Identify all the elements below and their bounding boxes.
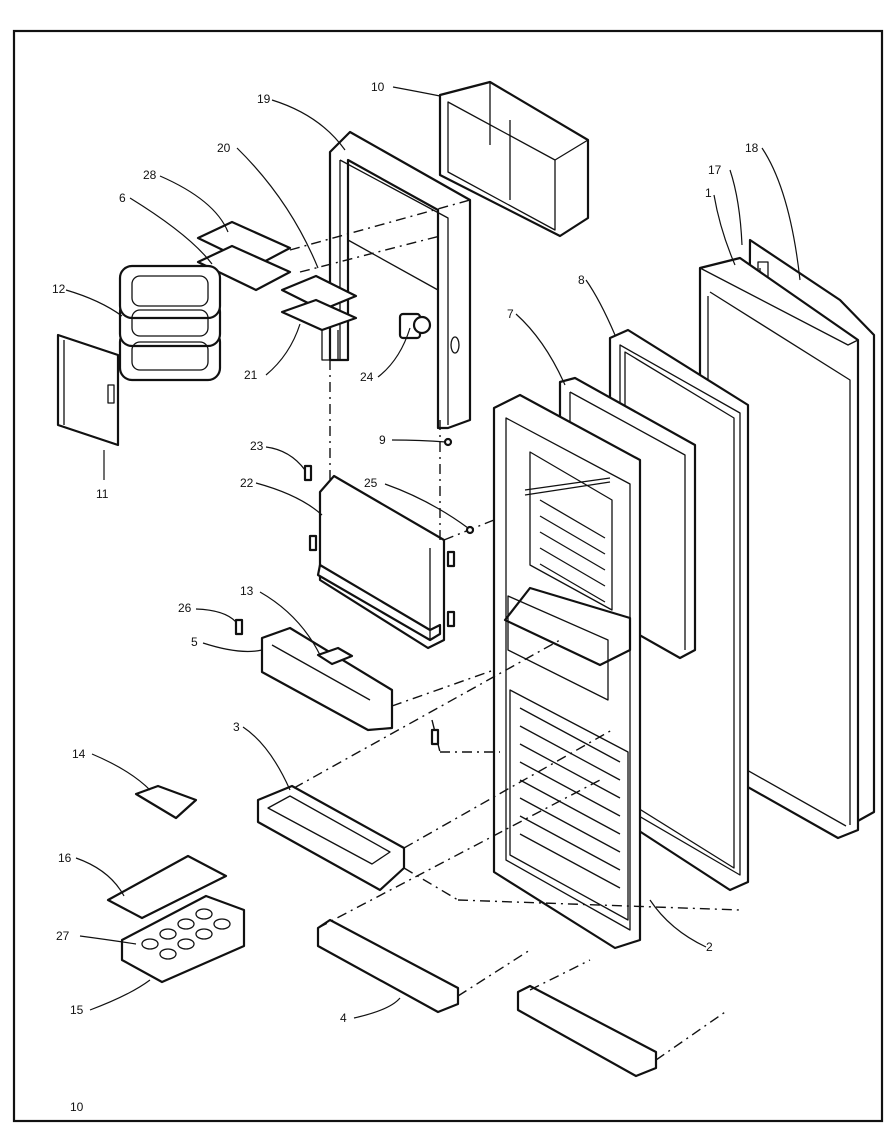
callout-18: 18 xyxy=(745,141,759,155)
callout-3: 3 xyxy=(233,720,240,734)
part-6-plate xyxy=(196,244,292,292)
liner-lower-ribs xyxy=(519,707,621,889)
page-number: 10 xyxy=(70,1100,84,1114)
callout-7: 7 xyxy=(507,307,514,321)
part-24-motor xyxy=(398,312,432,340)
callouts: 10 19 20 28 6 12 21 24 9 11 23 22 25 13 … xyxy=(52,80,759,1025)
callout-5: 5 xyxy=(191,635,198,649)
callout-4: 4 xyxy=(340,1011,347,1025)
callout-28: 28 xyxy=(143,168,157,182)
callout-20: 20 xyxy=(217,141,231,155)
callout-16: 16 xyxy=(58,851,72,865)
diagram-frame xyxy=(12,29,884,1123)
part-19-dispenser-housing xyxy=(328,130,472,430)
assembly-lines xyxy=(289,199,741,1061)
callout-12: 12 xyxy=(52,282,66,296)
part-10-chute-frame xyxy=(438,80,590,238)
callout-22: 22 xyxy=(240,476,254,490)
callout-9: 9 xyxy=(379,433,386,447)
part-5-bin xyxy=(260,626,394,732)
part-14-small-tray xyxy=(134,784,198,820)
callout-11: 11 xyxy=(96,487,109,501)
callout-1: 1 xyxy=(705,186,712,200)
callout-21: 21 xyxy=(244,368,258,382)
part-27-ice-mold-cups xyxy=(141,908,231,960)
part-12-container-stack xyxy=(118,264,222,382)
part-15-ice-tray xyxy=(120,894,246,984)
callout-13: 13 xyxy=(240,584,254,598)
callout-27: 27 xyxy=(56,929,70,943)
leader-lines xyxy=(65,86,801,1019)
part-13-bracket xyxy=(316,646,354,666)
callout-10: 10 xyxy=(371,80,385,94)
part-11-small-door xyxy=(56,333,120,447)
callout-14: 14 xyxy=(72,747,86,761)
callout-23: 23 xyxy=(250,439,264,453)
callout-17: 17 xyxy=(708,163,722,177)
callout-2: 2 xyxy=(706,940,713,954)
callout-26: 26 xyxy=(178,601,192,615)
part-4-door-bin-second xyxy=(516,984,658,1078)
callout-15: 15 xyxy=(70,1003,84,1017)
fasteners xyxy=(234,437,475,746)
part-22-cover xyxy=(316,474,446,650)
liner-upper-ribs xyxy=(539,499,606,603)
callout-24: 24 xyxy=(360,370,374,384)
callout-6: 6 xyxy=(119,191,126,205)
part-3-door-bin xyxy=(256,784,406,892)
callout-8: 8 xyxy=(578,273,585,287)
callout-19: 19 xyxy=(257,92,271,106)
part-4-door-bin xyxy=(316,918,460,1014)
callout-25: 25 xyxy=(364,476,378,490)
part-2-door-liner xyxy=(492,393,642,950)
part-16-lid xyxy=(106,854,228,920)
